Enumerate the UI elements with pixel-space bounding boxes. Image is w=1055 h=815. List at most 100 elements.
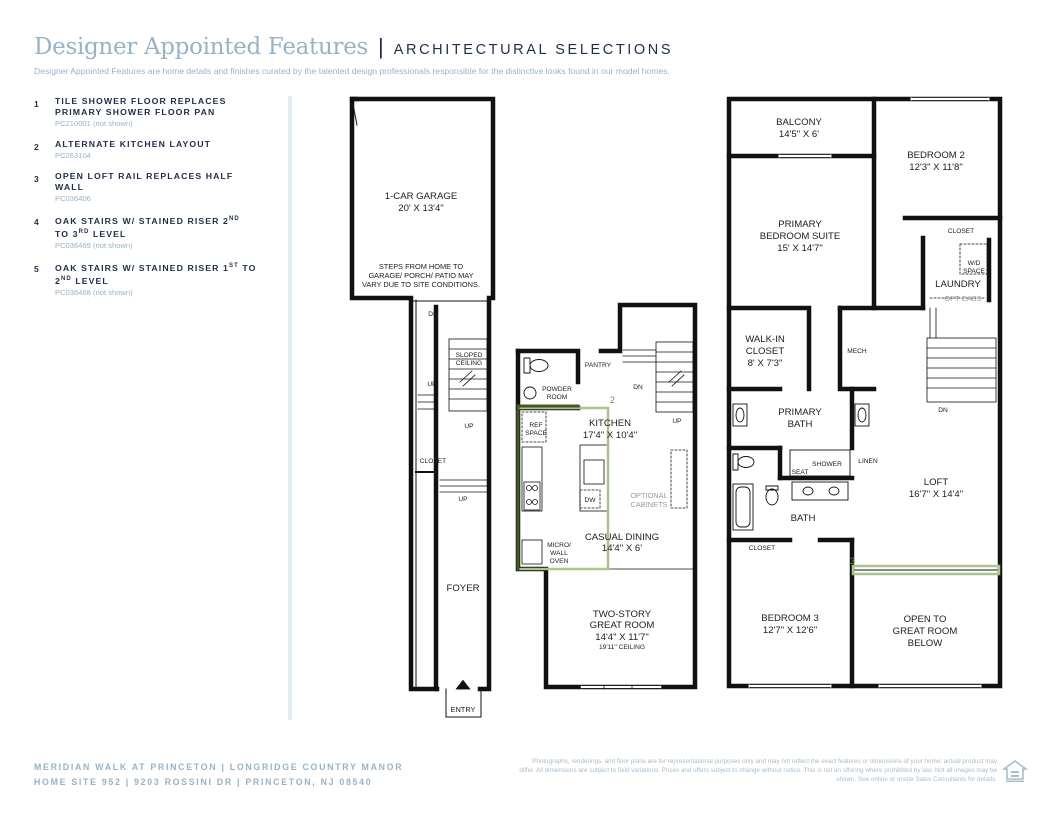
disclaimer: Photographs, renderings, and floor plans… [519, 758, 997, 783]
walk-in-closet-dimensions: 8' X 7'3" [748, 358, 783, 369]
ref-space-label: REF [529, 422, 542, 429]
dishwasher-label: DW [585, 497, 597, 504]
level-3-plan [726, 96, 1003, 689]
open-to-below-label: OPEN TO [904, 614, 947, 625]
level-2-plan [515, 302, 698, 690]
balcony-label: BALCONY [776, 117, 822, 128]
optional-cabinets-label: OPTIONAL [630, 491, 667, 500]
feature-code: PC036406 [55, 194, 91, 203]
page-subtitle: Designer Appointed Features are home det… [34, 66, 670, 76]
section-title: ARCHITECTURAL SELECTIONS [393, 42, 674, 58]
wd-space-label: SPACE [963, 268, 985, 275]
address-line: HOME SITE 952 | 9203 ROSSINI DR | PRINCE… [34, 777, 373, 787]
equal-housing-icon [1002, 760, 1028, 782]
page-header: Designer Appointed Features | ARCHITECTU… [34, 34, 1024, 76]
bedroom-3-dimensions: 12'7" X 12'6" [763, 625, 817, 636]
stairs-down-label: DN [428, 311, 438, 318]
feature-code: PC036469 (not shown) [55, 240, 133, 250]
sloped-ceiling-label: SLOPED [456, 352, 483, 359]
primary-bath-label: PRIMARY [778, 407, 822, 418]
level-1-plan [349, 96, 496, 718]
feature-body: ALTERNATE KITCHEN LAYOUT PC263104 [55, 139, 275, 160]
optional-cabinets-label: OPT CABS [944, 294, 981, 303]
primary-suite-label: PRIMARY [778, 219, 822, 230]
loft-rail-marker: 3 [850, 556, 855, 566]
micro-wall-oven-label: OVEN [550, 558, 569, 565]
feature-number: 2 [34, 142, 39, 152]
loft-label: LOFT [924, 477, 949, 488]
feature-code: PC036468 (not shown) [55, 287, 133, 297]
closet-label: CLOSET [948, 228, 974, 235]
primary-suite-label: BEDROOM SUITE [760, 231, 841, 242]
bedroom-2-dimensions: 12'3" X 11'8" [909, 162, 963, 173]
feature-item: 2 ALTERNATE KITCHEN LAYOUT PC263104 [34, 139, 279, 160]
title-separator: | [378, 34, 384, 59]
stairs-up-label: UP [427, 381, 437, 388]
feature-number: 5 [34, 263, 39, 274]
garage-note-line: STEPS FROM HOME TO [379, 262, 464, 271]
garage-note-line: GARAGE/ PORCH/ PATIO MAY [368, 271, 473, 280]
casual-dining-dimensions: 14'4" X 6' [602, 543, 642, 554]
great-room-label: GREAT ROOM [590, 620, 655, 631]
laundry-label: LAUNDRY [935, 279, 981, 290]
stairs-down-label: DN [633, 384, 643, 391]
page-title: Designer Appointed Features [34, 34, 369, 60]
kitchen-dimensions: 17'4" X 10'4" [583, 430, 637, 441]
pantry-label: PANTRY [585, 362, 612, 369]
community-line: MERIDIAN WALK AT PRINCETON | LONGRIDGE C… [34, 762, 404, 772]
vertical-divider [288, 96, 292, 720]
stairs-up-label: UP [464, 423, 474, 430]
powder-room-label: POWDER [542, 386, 572, 393]
foyer-label: FOYER [446, 583, 479, 594]
stairs-down-label: DN [938, 407, 948, 414]
great-room-dimensions: 14'4" X 11'7" [595, 632, 649, 643]
seat-label: SEAT [792, 469, 809, 476]
open-to-below-label: GREAT ROOM [893, 626, 958, 637]
stairs-up-label: UP [458, 496, 468, 503]
bedroom-2-label: BEDROOM 2 [907, 150, 965, 161]
ref-space-label: SPACE [525, 430, 547, 437]
primary-bath-label: BATH [788, 419, 813, 430]
great-room-ceiling: 19'11" CEILING [599, 644, 645, 651]
great-room-label: TWO-STORY [593, 609, 652, 620]
sloped-ceiling-label: CEILING [456, 360, 482, 367]
feature-number: 1 [34, 99, 39, 109]
mech-label: MECH [847, 348, 867, 355]
feature-code: PC263104 [55, 151, 91, 160]
garage-dimensions: 20' X 13'4" [398, 203, 443, 214]
garage-label: 1-CAR GARAGE [385, 191, 458, 202]
closet-label: CLOSET [420, 458, 446, 465]
open-to-below-label: BELOW [908, 638, 944, 649]
powder-room-label: ROOM [547, 394, 568, 401]
feature-title: ALTERNATE KITCHEN LAYOUT [55, 139, 212, 149]
feature-number: 4 [34, 217, 39, 227]
feature-number: 3 [34, 174, 39, 184]
primary-suite-dimensions: 15' X 14'7" [777, 243, 822, 254]
stairs-up-label: UP [672, 418, 682, 425]
shower-label: SHOWER [812, 461, 842, 468]
walk-in-closet-label: WALK-IN [745, 334, 785, 345]
kitchen-option-marker: 2 [610, 395, 615, 405]
optional-cabinets-label: CABINETS [631, 500, 668, 509]
linen-label: LINEN [858, 458, 878, 465]
balcony-dimensions: 14'5" X 6' [779, 129, 819, 140]
casual-dining-label: CASUAL DINING [585, 532, 659, 543]
micro-wall-oven-label: WALL [550, 550, 568, 557]
micro-wall-oven-label: MICRO/ [547, 542, 571, 549]
entry-label: ENTRY [451, 705, 476, 714]
closet-label: CLOSET [749, 545, 775, 552]
